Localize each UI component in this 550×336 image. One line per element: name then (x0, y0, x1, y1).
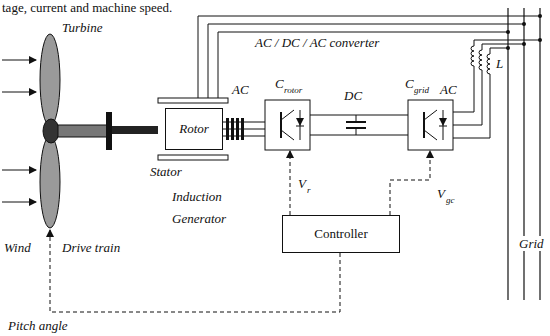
converter-symbol: C (405, 76, 414, 91)
controller-box: Controller (282, 215, 400, 253)
converter-symbol: C (275, 76, 284, 91)
wind-arrows (2, 60, 36, 202)
grid-lines (508, 8, 540, 300)
grid-wires (453, 40, 540, 138)
box-text: Rotor (179, 121, 209, 137)
box-text: Controller (314, 226, 367, 242)
dc-label: DC (344, 88, 362, 103)
ac-label: AC (440, 82, 457, 97)
stator-label: Stator (150, 164, 182, 179)
slip-ring-brushes (226, 118, 244, 140)
control-signals (50, 151, 430, 312)
subscript: gc (446, 195, 455, 205)
subscript: rotor (284, 85, 302, 95)
turbine-blades (40, 34, 60, 228)
signal-label: V (298, 176, 306, 191)
turbine-label: Turbine (62, 20, 102, 35)
drive-train-label: Drive train (62, 240, 120, 255)
drive-train (58, 112, 158, 150)
rotor-box: Rotor (165, 108, 223, 150)
grid-converter (408, 100, 453, 150)
subscript: grid (414, 85, 429, 95)
stator-bars (158, 98, 228, 160)
subscript: r (307, 185, 311, 195)
signal-label: V (437, 186, 445, 201)
ac-label: AC (232, 82, 249, 97)
generator-label: Induction Generator (172, 186, 244, 230)
junction-dots (506, 14, 542, 50)
wind-label: Wind (4, 240, 31, 255)
stator-wires (198, 16, 540, 98)
pitch-label: Pitch angle (8, 318, 68, 333)
inductor-label: L (496, 56, 503, 71)
converter-label: AC / DC / AC converter (255, 35, 379, 50)
dc-link (310, 115, 408, 135)
grid-label: Grid (518, 236, 545, 251)
inductor-coils (471, 46, 490, 74)
rotor-converter (265, 100, 310, 150)
cropped-caption: tage, current and machine speed. (2, 0, 172, 15)
